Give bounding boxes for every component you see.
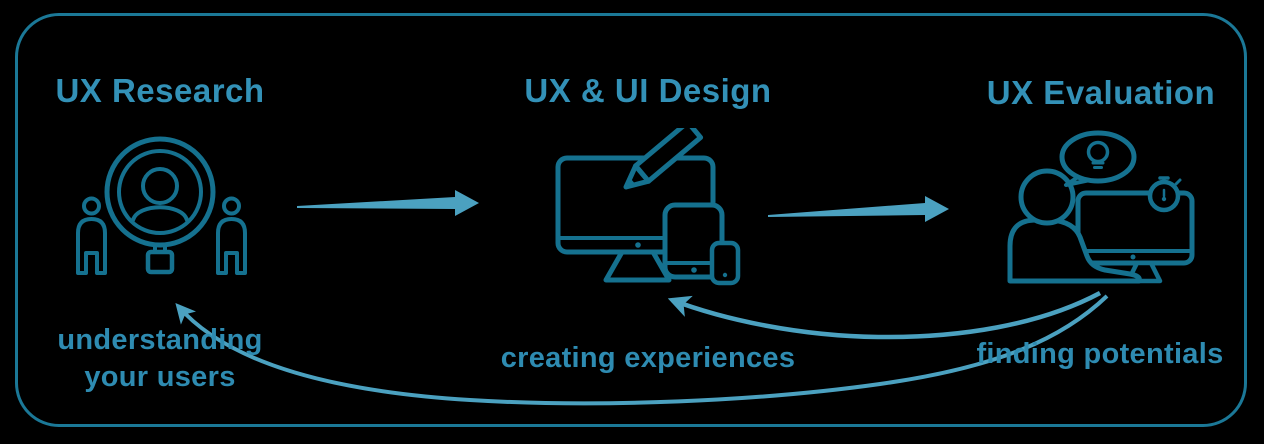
small-person-right-body <box>216 217 247 275</box>
pencil <box>623 128 704 190</box>
small-person-left-body <box>76 217 107 275</box>
magnifier-handle <box>145 249 175 275</box>
user-head <box>141 167 179 205</box>
speech-bubble <box>1059 130 1137 184</box>
person-idea-monitor-icon <box>990 124 1202 304</box>
monitor-camera-dot <box>635 242 641 248</box>
devices-pencil-icon <box>552 128 752 296</box>
diagram-card-border <box>15 13 1247 427</box>
stopwatch <box>1147 176 1182 213</box>
stage-caption-research: understanding your users <box>0 322 330 396</box>
stage-title-evaluation: UX Evaluation <box>986 74 1216 111</box>
stage-title-design: UX & UI Design <box>524 72 772 109</box>
magnifier-inner-rim <box>117 149 203 235</box>
lightbulb <box>1086 140 1110 169</box>
tablet-home-dot <box>691 267 697 273</box>
stage-caption-evaluation: finding potentials <box>930 336 1264 373</box>
user-magnifier-icon <box>68 132 264 304</box>
person-body <box>1007 217 1142 284</box>
person-head <box>1018 168 1076 226</box>
caption-line: your users <box>84 361 236 393</box>
stage-title-research: UX Research <box>55 72 265 109</box>
small-person-right-head <box>222 196 241 216</box>
user-shoulders <box>131 205 189 222</box>
caption-line: understanding <box>57 324 263 356</box>
stage-caption-design: creating experiences <box>478 340 818 377</box>
monitor-stand <box>603 249 672 283</box>
monitor-camera-dot <box>1130 254 1136 260</box>
caption-line: creating experiences <box>500 342 796 374</box>
magnifier-rim <box>104 136 216 248</box>
caption-line: finding potentials <box>976 338 1224 370</box>
phone-home-dot <box>722 272 728 278</box>
phone <box>709 240 741 286</box>
small-person-left-head <box>82 196 101 216</box>
